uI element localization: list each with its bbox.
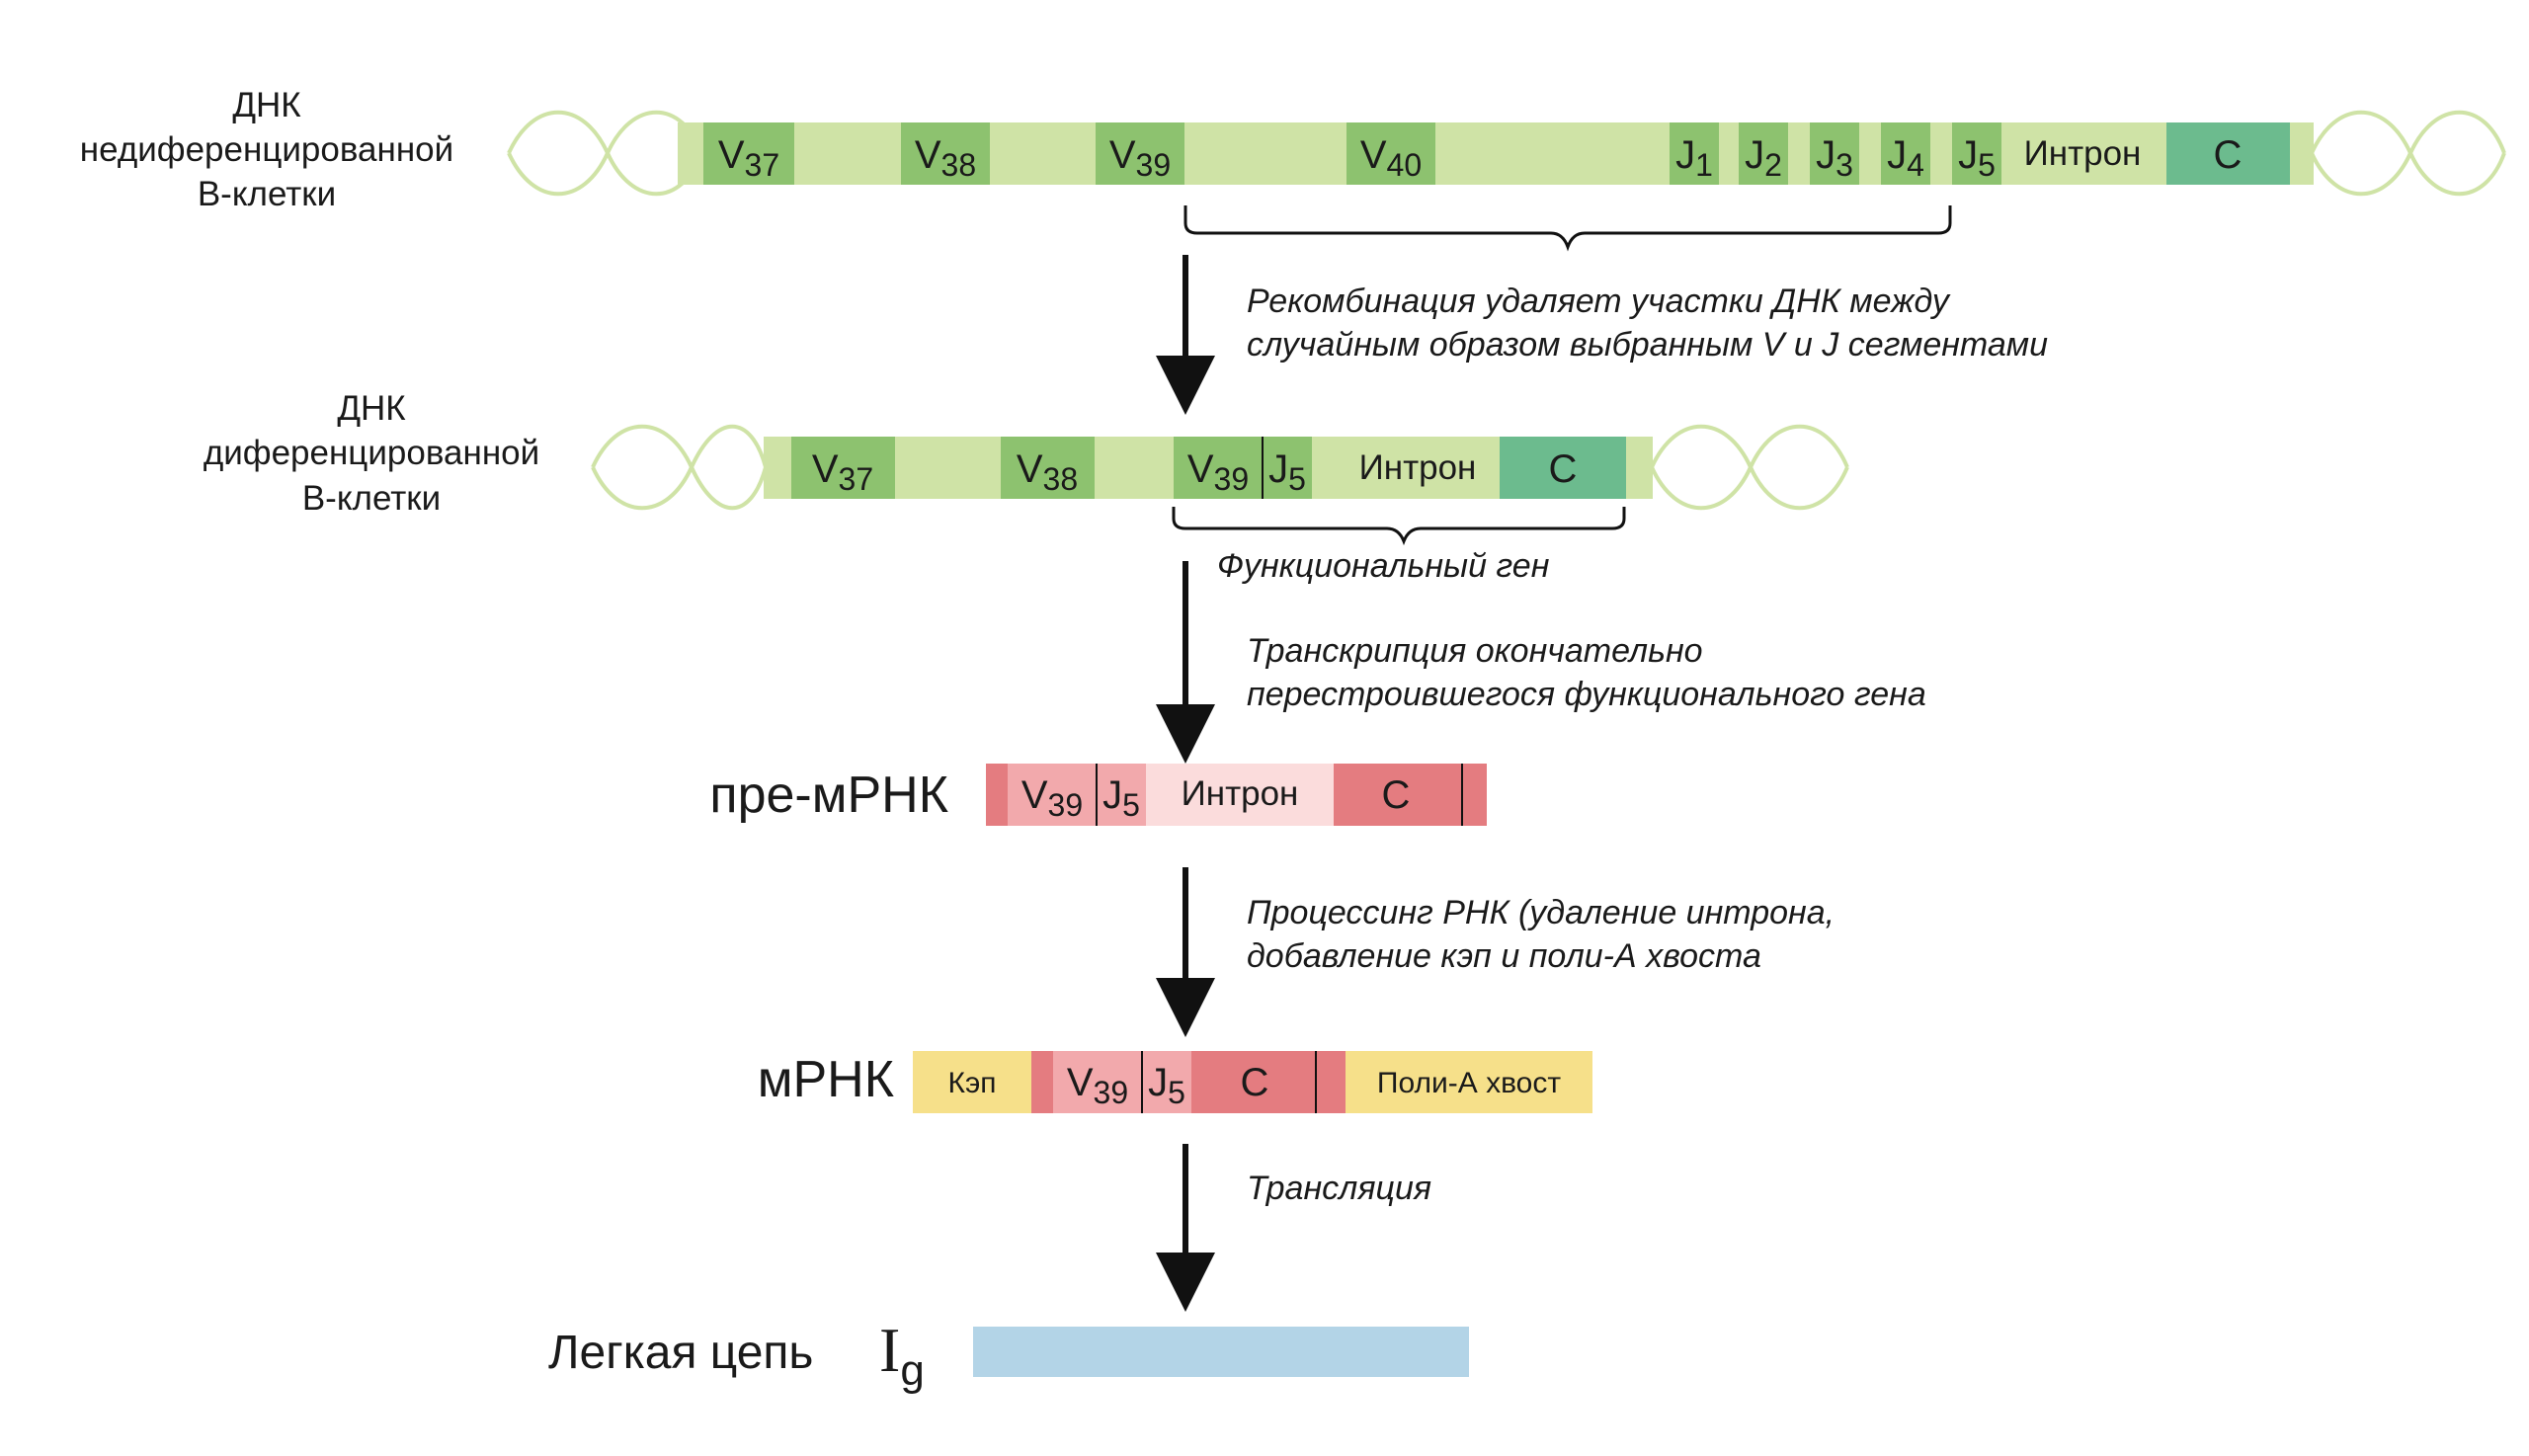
undiff-seg-v38 [901, 122, 990, 185]
undiff-seg-j5 [1952, 122, 2001, 185]
note-recombination: Рекомбинация удаляет участки ДНК между с… [1247, 283, 2048, 364]
undiff-seg-v40 [1346, 122, 1435, 185]
diff-constant-label: С [1549, 447, 1578, 491]
undiff-label-line2: недиференцированной [80, 130, 453, 169]
mrna-cap-block [913, 1051, 1031, 1113]
undiff-j5-label: J5 [1958, 133, 1996, 183]
functional-gene-brace [1172, 507, 1626, 546]
premrna-seg-j5 [1097, 764, 1146, 826]
mrna-strip: Кэп V39 J5 С Поли-А хвост [913, 1051, 1592, 1113]
mrna-polya-label: Поли-А хвост [1377, 1067, 1561, 1099]
note-recombination-line2: случайным образом выбранным V и J сегмен… [1247, 326, 2048, 364]
note-processing-line1: Процессинг РНК (удаление интрона, [1247, 894, 1835, 931]
mrna-constant-block [1191, 1051, 1346, 1113]
premrna-intron-block [1146, 764, 1334, 826]
premrna-seg-v39 [1008, 764, 1097, 826]
mrna-polya-block [1346, 1051, 1592, 1113]
undiff-seg-j2 [1739, 122, 1788, 185]
diff-seg-v39 [1174, 437, 1263, 499]
undiff-constant-block [2166, 122, 2290, 185]
premrna-label: пре-мРНК [709, 767, 948, 824]
undiff-v37-label: V37 [718, 133, 779, 183]
diff-v39-label: V39 [1187, 447, 1249, 497]
undiff-j3-label: J3 [1816, 133, 1853, 183]
undiff-v39-label: V39 [1109, 133, 1171, 183]
note-transcription: Транскрипция окончательно перестроившего… [1247, 632, 1926, 713]
mrna-seg-v39 [1053, 1051, 1142, 1113]
diff-wave-left [591, 424, 768, 511]
mrna-v39-label: V39 [1067, 1061, 1128, 1110]
undiff-wave-right [2310, 110, 2506, 197]
undiff-seg-j3 [1810, 122, 1859, 185]
undiff-label-line1: ДНК [232, 86, 301, 124]
protein-label-text: Легкая цепь [548, 1327, 813, 1379]
note-transcription-line1: Транскрипция окончательно [1247, 632, 1703, 670]
undiff-label-line3: В-клетки [198, 175, 336, 213]
diff-v37-label: V37 [812, 447, 873, 497]
premrna-constant-label: С [1382, 773, 1411, 817]
diff-label-line1: ДНК [337, 389, 406, 428]
premrna-left-end [986, 764, 1008, 826]
mrna-left-end [1031, 1051, 1053, 1113]
undiff-constant-label: С [2214, 133, 2243, 177]
diff-dna-strip: V37 V38 V39 J5 Интрон С [764, 437, 1653, 499]
note-translation: Трансляция [1247, 1170, 1431, 1207]
premrna-constant-block [1334, 764, 1487, 826]
diff-intron-label: Интрон [1359, 448, 1477, 487]
diff-seg-v38 [1001, 437, 1095, 499]
diff-j5-label: J5 [1268, 447, 1306, 497]
diff-label-line2: диференцированной [204, 434, 539, 472]
undiff-j2-label: J2 [1745, 133, 1782, 183]
note-recombination-line1: Рекомбинация удаляет участки ДНК между [1247, 283, 1951, 320]
undiff-j1-label: J1 [1675, 133, 1713, 183]
mrna-constant-label: С [1241, 1061, 1269, 1104]
diff-dna-label: ДНК диференцированной В-клетки [204, 389, 539, 518]
diff-seg-j5 [1263, 437, 1312, 499]
undiff-seg-v37 [703, 122, 794, 185]
functional-gene-label: Функциональный ген [1217, 547, 1550, 585]
protein-label: Легкая цепь Ig [548, 1315, 925, 1395]
diff-seg-v37 [791, 437, 895, 499]
premrna-strip: V39 J5 Интрон С [986, 764, 1487, 826]
diff-v38-label: V38 [1017, 447, 1078, 497]
diff-wave-right [1650, 424, 1849, 511]
note-transcription-line2: перестроившегося функционального гена [1247, 676, 1926, 713]
undiff-seg-j4 [1881, 122, 1930, 185]
undiff-intron-label: Интрон [2024, 134, 2142, 173]
note-processing: Процессинг РНК (удаление интрона, добавл… [1247, 894, 1835, 975]
undiff-dna-strip: V37 V38 V39 V40 J1 J2 J3 J4 J5 Интрон С [678, 122, 2314, 185]
light-chain-bar [973, 1327, 1469, 1377]
undiff-j4-label: J4 [1887, 133, 1924, 183]
diff-label-line3: В-клетки [302, 479, 441, 518]
undiff-brace [1183, 205, 1952, 252]
undiff-v40-label: V40 [1360, 133, 1422, 183]
undiff-wave-left [507, 110, 703, 197]
ig-symbol: Ig [879, 1315, 925, 1395]
mrna-label: мРНК [758, 1051, 894, 1108]
undiff-seg-v39 [1096, 122, 1184, 185]
premrna-intron-label: Интрон [1182, 774, 1299, 813]
mrna-j5-label: J5 [1148, 1061, 1185, 1110]
undiff-seg-j1 [1670, 122, 1719, 185]
diff-constant-block [1500, 437, 1626, 499]
undiff-v38-label: V38 [915, 133, 976, 183]
mrna-seg-j5 [1142, 1051, 1191, 1113]
mrna-cap-label: Кэп [947, 1067, 996, 1099]
premrna-j5-label: J5 [1102, 773, 1140, 823]
premrna-v39-label: V39 [1021, 773, 1083, 823]
note-processing-line2: добавление кэп и поли-А хвоста [1247, 937, 1761, 975]
undiff-dna-label: ДНК недиференцированной В-клетки [80, 86, 453, 213]
